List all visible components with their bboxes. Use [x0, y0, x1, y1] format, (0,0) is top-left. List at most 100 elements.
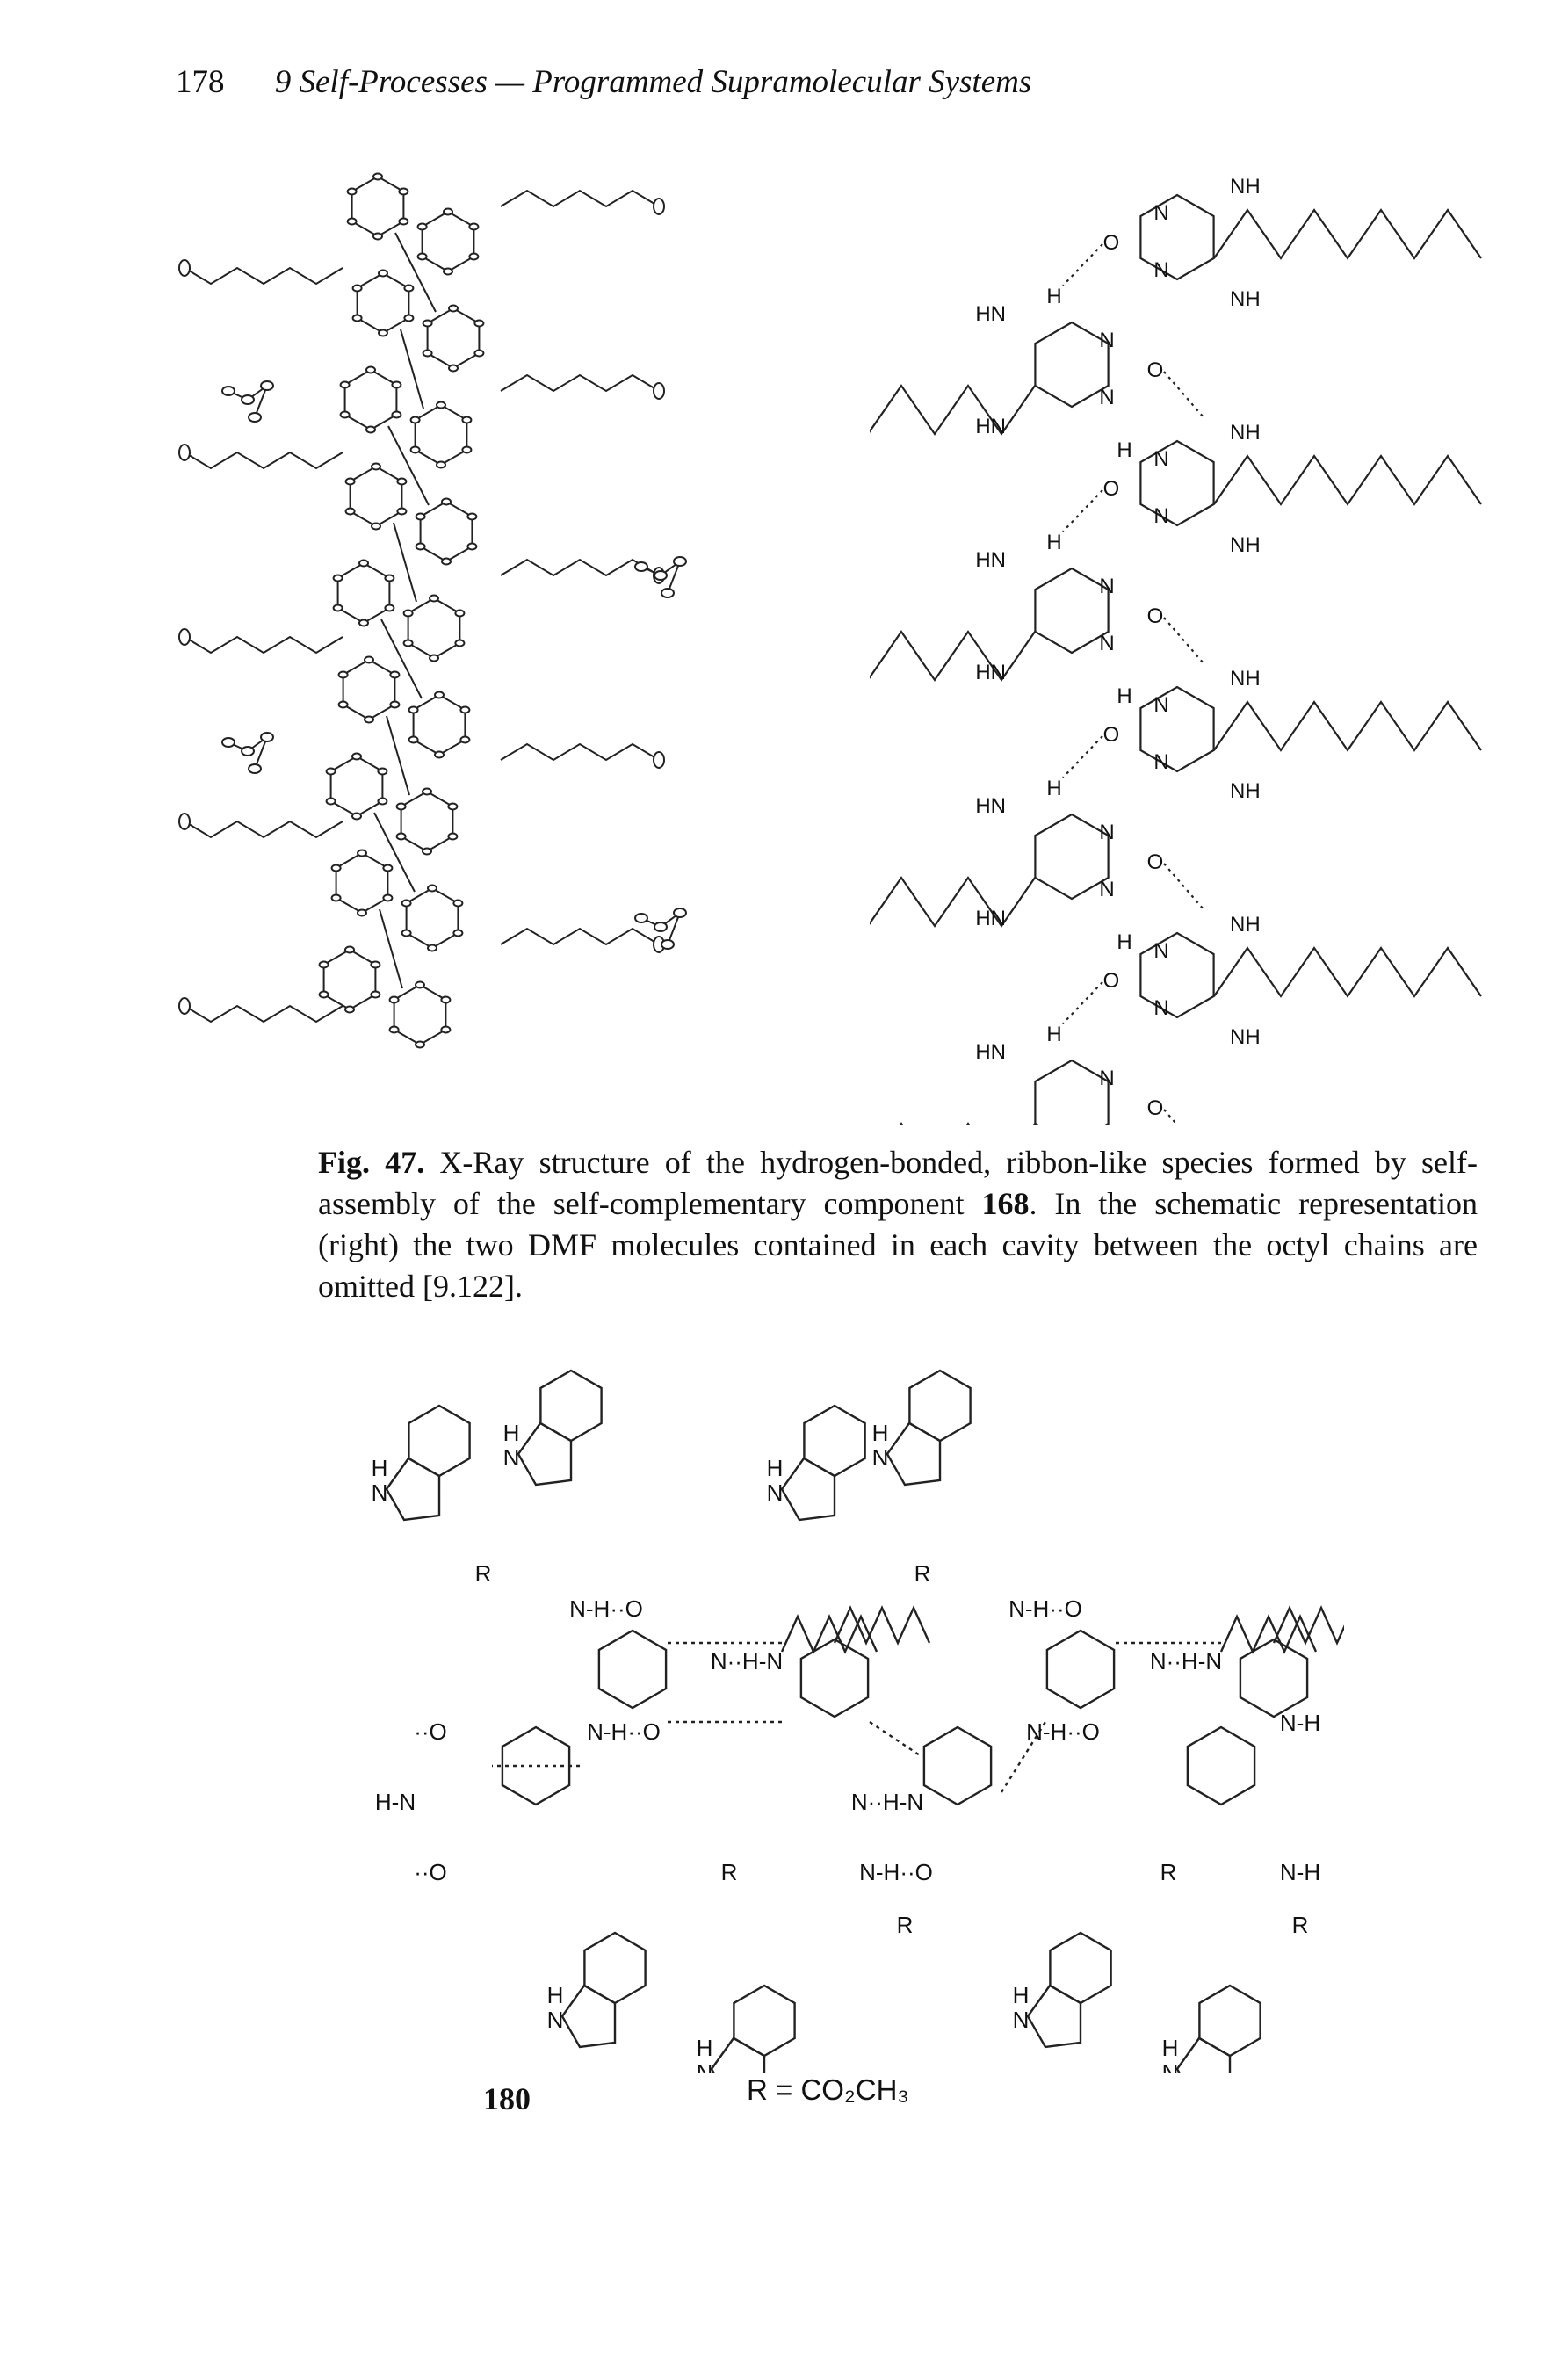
xray-atom [422, 847, 432, 856]
heterocycle-ring [1239, 1638, 1309, 1718]
pyrimidine-ring [1034, 813, 1110, 901]
heterocycle-ring [501, 1725, 571, 1806]
octyl-chain-right [1213, 946, 1482, 998]
atom-label: N··H-N [1150, 1648, 1222, 1675]
atom-label: N [1153, 447, 1168, 471]
xray-ring [426, 307, 481, 370]
xray-ring [343, 368, 398, 431]
atom-label: H [1117, 684, 1131, 708]
atom-label: R [914, 1560, 931, 1587]
atom-label: N [697, 2059, 713, 2073]
atom-label: NH [1230, 421, 1261, 445]
xray-atom [248, 412, 262, 423]
page-header: 178 9 Self-Processes — Programmed Supram… [176, 63, 1031, 101]
xray-ring [349, 465, 403, 528]
atom-label: H [503, 1420, 520, 1446]
atom-label: N-H··O [859, 1859, 933, 1885]
xray-atom [673, 556, 687, 567]
xray-atom [241, 746, 255, 756]
octyl-chain-left [870, 384, 1036, 436]
atom-label: N [1099, 386, 1114, 409]
xray-atom [434, 691, 445, 699]
octyl-chain-right [1213, 700, 1482, 752]
xray-atom [318, 960, 329, 969]
pyrimidine-ring [1139, 193, 1215, 281]
hydrogen-bond [1000, 1721, 1047, 1793]
xray-atom [427, 884, 437, 893]
xray-atom [401, 899, 412, 908]
structure-180-bonds [385, 1369, 1344, 2073]
heterocycle-ring [799, 1638, 870, 1718]
butyl-chain [1219, 1614, 1318, 1654]
xray-atom [391, 380, 402, 389]
page-number: 178 [176, 64, 225, 100]
xray-atom [372, 232, 383, 241]
atom-label: N [1099, 821, 1114, 844]
atom-label: NH [1230, 667, 1261, 691]
xray-atom [409, 445, 421, 454]
atom-label: H [1046, 531, 1061, 554]
caption-text-1: X-Ray structure of the hydrogen-bonded, … [318, 1145, 1478, 1221]
xray-atom [365, 365, 376, 374]
atom-label: H [1013, 1982, 1030, 2008]
xray-atom [337, 670, 349, 679]
xray-atom [330, 893, 342, 902]
xray-atom [395, 802, 407, 811]
xray-atom [409, 416, 421, 424]
xray-chain-right [500, 189, 660, 208]
atom-label: R [1160, 1859, 1177, 1885]
xray-atom [384, 574, 395, 582]
atom-label: N [1013, 2007, 1030, 2033]
xray-atom [178, 259, 191, 277]
xray-atom [634, 913, 648, 923]
figure-caption: Fig. 47. X-Ray structure of the hydrogen… [318, 1142, 1478, 1307]
atom-label: H [697, 2035, 713, 2061]
xray-atom [402, 639, 414, 647]
xray-ring [405, 886, 459, 950]
xray-atom [459, 705, 471, 714]
xray-atom [434, 750, 445, 759]
hydrogen-bond [869, 1721, 923, 1758]
xray-atom [332, 574, 343, 582]
indole-benzene-ring [803, 1404, 866, 1478]
xray-atom [357, 849, 367, 857]
xray-atom [653, 751, 665, 769]
octyl-chain-left [899, 1122, 1036, 1125]
hydrogen-bond [1062, 981, 1103, 1024]
xray-dmf [640, 910, 683, 945]
atom-label: HN [975, 1040, 1006, 1064]
xray-ring [329, 755, 384, 818]
atom-label: N [1099, 878, 1114, 901]
xray-atom [654, 570, 668, 581]
xray-atom [344, 945, 355, 954]
xray-atom [365, 425, 376, 434]
atom-label: HN [975, 548, 1006, 572]
atom-label: H [1046, 777, 1061, 800]
xray-atom [408, 735, 419, 744]
xray-hbond [394, 232, 437, 313]
xray-structure-figure [178, 172, 687, 1049]
xray-atom [384, 604, 395, 612]
xray-atom [654, 922, 668, 932]
atom-label: H [1046, 285, 1061, 308]
atom-label: N-H··O [569, 1595, 643, 1622]
pyrimidine-ring [1139, 439, 1215, 527]
atom-label: N [503, 1444, 520, 1471]
atom-label: NH [1230, 779, 1261, 803]
xray-hbond [386, 715, 410, 796]
indole-benzene-ring [1049, 1931, 1112, 2005]
atom-label: H [872, 1420, 889, 1446]
xray-atom [364, 715, 374, 724]
octyl-chain-left [870, 876, 1036, 928]
xray-atom [358, 559, 369, 568]
atom-label: N [1153, 939, 1168, 963]
atom-label: R [897, 1912, 914, 1938]
xray-ring [356, 271, 410, 335]
atom-label: H [1117, 438, 1131, 462]
xray-atom [396, 477, 408, 486]
xray-chain-left [184, 635, 343, 655]
xray-chain-right [500, 927, 660, 946]
hydrogen-bond [1062, 489, 1103, 532]
xray-atom [318, 990, 329, 999]
